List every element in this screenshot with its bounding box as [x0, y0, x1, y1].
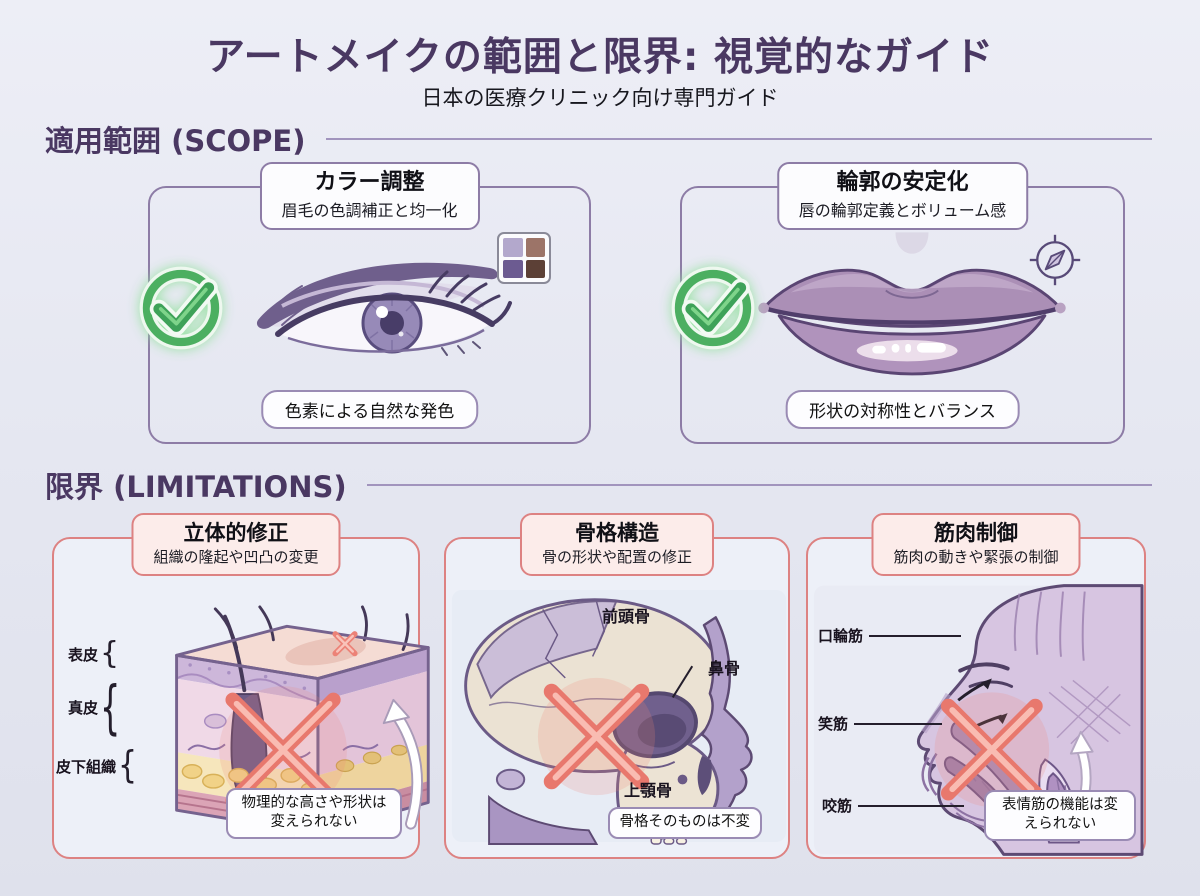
pointer-line	[858, 804, 965, 807]
label-text: 笑筋	[818, 715, 849, 733]
card-subtitle: 骨の形状や配置の修正	[541, 548, 693, 567]
color-swatches-icon	[497, 232, 551, 284]
skin-layer-label-dermis: 真皮 {	[68, 678, 120, 736]
limit-card-tissue: 立体的修正 組織の隆起や凹凸の変更	[52, 513, 430, 859]
scope-card-contour-footer: 形状の対称性とバランス	[785, 390, 1020, 429]
limit-card-bone: 骨格構造 骨の形状や配置の修正	[444, 513, 790, 859]
pointer-line	[869, 634, 962, 637]
limitations-section-header: 限界 (LIMITATIONS)	[45, 464, 1152, 506]
check-icon	[135, 262, 227, 354]
card-title: カラー調整	[314, 170, 425, 195]
pointer-line	[854, 722, 943, 725]
bone-label-maxilla: 上顎骨	[624, 777, 672, 801]
limit-card-muscle-header: 筋肉制御 筋肉の動きや緊張の制御	[871, 513, 1081, 577]
muscle-label-masseter: 咬筋	[822, 795, 965, 816]
limit-card-tissue-note: 物理的な高さや形状は変えられない	[226, 787, 402, 839]
card-subtitle: 眉毛の色調補正と均一化	[281, 200, 458, 220]
label-text: 口輪筋	[818, 627, 864, 645]
swatch-mauve-brown	[525, 238, 545, 257]
label-text: 鼻骨	[708, 659, 741, 678]
limit-card-bone-header: 骨格構造 骨の形状や配置の修正	[519, 513, 715, 577]
page-subtitle: 日本の医療クリニック向け専門ガイド	[421, 86, 779, 110]
scope-card-contour-header: 輪郭の安定化 唇の輪郭定義とボリューム感	[776, 162, 1029, 230]
scope-card-color: カラー調整 眉毛の色調補正と均一化	[139, 162, 591, 444]
limitations-divider-line	[366, 484, 1152, 486]
swatch-dark-brown	[525, 259, 545, 278]
facial-muscles-illustration	[812, 583, 1144, 857]
brace-mark: {	[100, 672, 121, 742]
scope-divider-line	[325, 138, 1152, 140]
limit-card-muscle: 筋肉制御 筋肉の動きや緊張の制御	[806, 513, 1146, 859]
swatch-dark-purple	[503, 259, 523, 278]
compass-icon	[1027, 232, 1083, 288]
scope-section-header: 適用範囲 (SCOPE)	[45, 118, 1152, 160]
label-text: 上顎骨	[624, 781, 673, 800]
limitations-heading: 限界 (LIMITATIONS)	[45, 470, 347, 504]
card-subtitle: 組織の隆起や凹凸の変更	[153, 548, 319, 567]
card-title: 筋肉制御	[933, 521, 1018, 545]
brace-mark: {	[100, 636, 120, 671]
card-title: 骨格構造	[574, 521, 659, 545]
bone-label-frontal: 前頭骨	[602, 603, 650, 627]
muscle-label-orbicularis-oris: 口輪筋	[818, 625, 962, 646]
page-title: アートメイクの範囲と限界: 視覚的なガイド	[205, 35, 995, 80]
check-icon	[667, 262, 759, 354]
scope-heading: 適用範囲 (SCOPE)	[45, 124, 306, 158]
label-text: 前頭骨	[602, 607, 651, 626]
label-text: 皮下組織	[56, 757, 117, 776]
limit-card-tissue-header: 立体的修正 組織の隆起や凹凸の変更	[131, 513, 341, 577]
skin-layer-label-epidermis: 表皮 {	[68, 639, 119, 669]
scope-card-color-header: カラー調整 眉毛の色調補正と均一化	[259, 162, 480, 230]
bone-label-nasal: 鼻骨	[708, 655, 740, 679]
muscle-label-risorius: 笑筋	[818, 713, 943, 734]
limit-card-bone-note: 骨格そのものは不変	[607, 807, 762, 839]
label-text: 真皮	[68, 698, 99, 717]
card-title: 輪郭の安定化	[836, 170, 969, 195]
skin-layer-label-subcutaneous: 皮下組織 {	[56, 747, 137, 785]
swatch-light-purple	[503, 238, 523, 257]
label-text: 咬筋	[822, 797, 853, 815]
scope-card-contour: 輪郭の安定化 唇の輪郭定義とボリューム感	[671, 162, 1125, 444]
limit-card-muscle-note: 表情筋の機能は変えられない	[984, 789, 1136, 841]
eye-illustration	[242, 226, 542, 396]
label-text: 表皮	[68, 645, 99, 664]
card-subtitle: 筋肉の動きや緊張の制御	[893, 548, 1059, 567]
card-subtitle: 唇の輪郭定義とボリューム感	[798, 200, 1007, 220]
card-title: 立体的修正	[183, 521, 289, 545]
brace-mark: {	[118, 743, 138, 788]
scope-card-color-footer: 色素による自然な発色	[260, 390, 479, 429]
lips-illustration	[752, 230, 1072, 385]
